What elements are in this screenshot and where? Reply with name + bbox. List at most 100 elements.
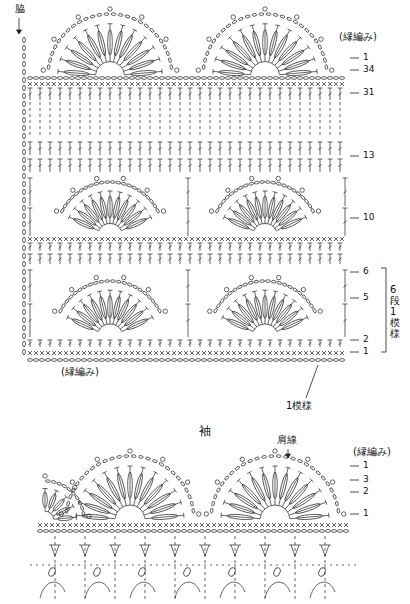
double-crochet: [300, 142, 301, 155]
single-crochet: [112, 82, 116, 86]
double-crochet: [70, 142, 71, 155]
chain-stitch: [117, 77, 122, 80]
single-crochet: [80, 523, 84, 527]
single-crochet: [218, 523, 222, 527]
single-crochet: [280, 82, 284, 86]
double-crochet: [50, 88, 51, 100]
edge-chain: [23, 317, 26, 323]
chain-stitch: [335, 501, 339, 506]
single-crochet: [64, 237, 68, 241]
chain-stitch: [243, 283, 248, 287]
shoulder-line-label: 肩線: [276, 434, 298, 446]
double-crochet: [270, 340, 271, 347]
single-crochet: [88, 237, 92, 241]
single-crochet: [194, 523, 198, 527]
chain-loop: [183, 567, 192, 578]
chain-stitch: [217, 530, 222, 533]
single-crochet: [136, 351, 140, 355]
double-crochet: [290, 88, 291, 100]
double-crochet: [130, 340, 131, 347]
single-crochet: [52, 237, 56, 241]
single-crochet: [262, 82, 266, 86]
single-crochet: [220, 82, 224, 86]
single-crochet: [332, 523, 336, 527]
double-crochet: [179, 258, 182, 261]
chain-stitch: [55, 530, 60, 533]
double-crochet: [188, 178, 189, 206]
row-number: 5: [362, 292, 370, 303]
chain-stitch: [138, 455, 143, 458]
double-crochet: [209, 164, 212, 167]
chain-stitch: [325, 481, 330, 486]
double-crochet: [218, 340, 223, 341]
double-crochet: [49, 258, 52, 261]
chain-stitch: [213, 359, 218, 362]
double-crochet: [59, 93, 62, 96]
chain-stitch: [223, 530, 228, 533]
stitch-pair: [231, 545, 235, 556]
chain-stitch: [157, 530, 162, 533]
single-crochet: [28, 82, 32, 86]
double-crochet: [250, 254, 251, 264]
chain-stitch: [343, 530, 348, 533]
single-crochet: [58, 237, 62, 241]
double-crochet: [119, 93, 122, 96]
repeat-leader: [306, 365, 318, 398]
single-crochet: [154, 351, 158, 355]
double-crochet: [190, 88, 191, 100]
double-crochet: [310, 243, 311, 251]
double-crochet: [90, 159, 91, 172]
double-crochet: [338, 159, 343, 160]
leader-group: [17, 18, 387, 514]
chain-stitch: [121, 182, 126, 186]
chain-stitch: [73, 530, 78, 533]
double-crochet: [200, 159, 201, 172]
stitch-pair: [319, 545, 331, 546]
double-crochet: [318, 243, 323, 244]
stitch-pair: [321, 545, 325, 556]
double-crochet: [138, 340, 143, 341]
chain-stitch: [129, 77, 134, 80]
fan-petal: [254, 197, 263, 219]
chain-stitch: [88, 183, 93, 187]
single-crochet: [202, 351, 206, 355]
single-crochet: [112, 351, 116, 355]
chain-stitch: [133, 530, 138, 533]
chain-stitch: [105, 77, 110, 80]
single-crochet: [292, 82, 296, 86]
single-crochet: [338, 523, 342, 527]
double-crochet: [338, 243, 343, 244]
fan-stitch: [67, 315, 69, 320]
chain-stitch: [203, 58, 207, 63]
single-crochet: [334, 82, 338, 86]
chain-stitch: [71, 23, 76, 28]
chain-stitch: [211, 501, 215, 506]
double-crochet: [270, 254, 271, 264]
double-crochet: [169, 342, 172, 345]
double-crochet: [128, 254, 133, 255]
fan-stitch: [72, 504, 74, 508]
edge-chain: [23, 333, 26, 339]
single-crochet: [124, 237, 128, 241]
fan-stitch: [273, 192, 278, 193]
single-crochet: [38, 523, 42, 527]
double-crochet: [220, 159, 221, 172]
double-crochet: [269, 147, 272, 150]
fan-stitch: [242, 294, 246, 296]
single-crochet: [46, 82, 50, 86]
single-crochet: [154, 237, 158, 241]
edge-chain: [23, 181, 26, 187]
chain-stitch: [266, 13, 271, 16]
double-crochet: [260, 88, 261, 100]
stitch-pair: [51, 545, 55, 556]
double-crochet: [140, 142, 141, 155]
double-crochet: [219, 342, 222, 345]
double-crochet: [69, 342, 72, 345]
chain-stitch: [78, 188, 83, 193]
double-crochet: [200, 254, 201, 264]
single-crochet: [286, 82, 290, 86]
double-crochet: [290, 142, 291, 155]
chain-stitch: [45, 77, 50, 80]
double-crochet: [188, 254, 193, 255]
chain-stitch: [232, 287, 237, 292]
